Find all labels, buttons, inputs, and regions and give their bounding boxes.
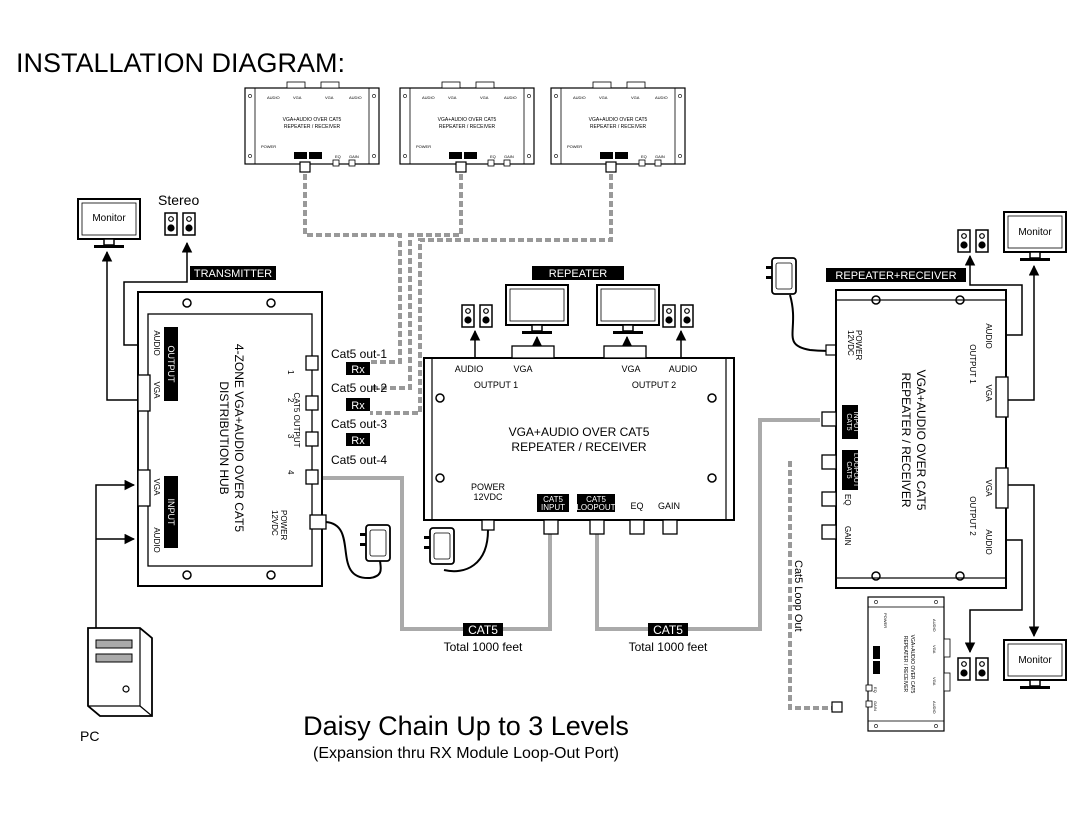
mini-receiver-3 — [550, 81, 686, 167]
svg-text:VGA+AUDIO OVER CAT5: VGA+AUDIO OVER CAT5 — [509, 425, 650, 439]
cat5-run-1: CAT5 Total 1000 feet — [444, 623, 523, 654]
svg-text:Rx: Rx — [351, 435, 365, 447]
svg-text:DISTRIBUTION HUB: DISTRIBUTION HUB — [217, 381, 231, 494]
svg-text:REPEATER / RECEIVER: REPEATER / RECEIVER — [899, 372, 913, 507]
svg-text:OUTPUT: OUTPUT — [166, 346, 176, 384]
svg-text:12VDC: 12VDC — [270, 510, 279, 536]
monitor-right-top: Monitor — [1003, 211, 1067, 262]
svg-text:Monitor: Monitor — [1018, 227, 1052, 238]
svg-text:CAT5: CAT5 — [586, 495, 606, 504]
mini-receiver-1 — [244, 81, 380, 167]
cat5-dashed-lines — [303, 165, 836, 710]
transmitter-hub: 4-ZONE VGA+AUDIO OVER CAT5 DISTRIBUTION … — [137, 291, 327, 587]
svg-text:12VDC: 12VDC — [473, 492, 503, 502]
svg-text:4-ZONE VGA+AUDIO OVER CAT5: 4-ZONE VGA+AUDIO OVER CAT5 — [232, 344, 246, 532]
svg-text:Cat5 out-3: Cat5 out-3 — [331, 417, 387, 431]
svg-text:VGA: VGA — [984, 480, 993, 498]
svg-text:Monitor: Monitor — [1018, 655, 1052, 666]
svg-text:CAT5: CAT5 — [468, 623, 498, 637]
svg-text:POWER: POWER — [854, 330, 863, 360]
svg-text:Cat5 out-4: Cat5 out-4 — [331, 453, 387, 467]
svg-text:OUTPUT 1: OUTPUT 1 — [474, 380, 518, 390]
svg-text:GAIN: GAIN — [843, 526, 852, 546]
monitor-repeater-1 — [505, 284, 569, 335]
svg-text:VGA: VGA — [984, 385, 993, 403]
repeater-label: REPEATER — [549, 268, 608, 280]
svg-text:AUDIO: AUDIO — [984, 529, 993, 554]
stereo-label: Stereo — [158, 192, 199, 208]
svg-text:CAT5: CAT5 — [845, 461, 852, 478]
repeater-box: AUDIO VGA OUTPUT 1 VGA AUDIO OUTPUT 2 VG… — [423, 345, 735, 535]
stereo-speakers — [164, 212, 196, 236]
svg-text:1: 1 — [286, 370, 295, 375]
loop-out-label: Cat5 Loop Out — [792, 560, 804, 632]
svg-text:12VDC: 12VDC — [846, 330, 855, 356]
svg-text:INPUT: INPUT — [166, 499, 176, 527]
monitor-left: Monitor — [77, 198, 141, 249]
svg-text:3: 3 — [286, 434, 295, 439]
svg-text:INPUT: INPUT — [541, 503, 565, 512]
cat5-run-2: CAT5 Total 1000 feet — [629, 623, 708, 654]
svg-text:POWER: POWER — [471, 482, 506, 492]
footer-main: Daisy Chain Up to 3 Levels — [303, 711, 629, 741]
svg-text:AUDIO: AUDIO — [455, 364, 484, 374]
svg-text:CAT5: CAT5 — [845, 413, 852, 430]
svg-text:Total 1000 feet: Total 1000 feet — [444, 640, 523, 654]
page-title: INSTALLATION DIAGRAM: — [16, 48, 345, 78]
svg-text:AUDIO: AUDIO — [669, 364, 698, 374]
svg-text:Monitor: Monitor — [92, 213, 126, 224]
svg-text:VGA: VGA — [621, 364, 640, 374]
svg-text:EQ: EQ — [843, 494, 852, 506]
svg-text:INPUT: INPUT — [852, 412, 859, 434]
svg-text:Total 1000 feet: Total 1000 feet — [629, 640, 708, 654]
pc-label: PC — [80, 728, 99, 744]
svg-text:GAIN: GAIN — [658, 501, 680, 511]
repeater-receiver-box: VGA+AUDIO OVER CAT5 REPEATER / RECEIVER … — [821, 289, 1009, 589]
mini-receiver-2 — [399, 81, 535, 167]
svg-text:Rx: Rx — [351, 364, 365, 376]
svg-text:CAT5 OUTPUT: CAT5 OUTPUT — [292, 393, 301, 448]
pc-tower — [87, 627, 153, 717]
svg-text:LOOPOUT: LOOPOUT — [576, 503, 615, 512]
svg-text:POWER: POWER — [279, 510, 288, 540]
svg-text:VGA+AUDIO OVER CAT5: VGA+AUDIO OVER CAT5 — [914, 370, 928, 511]
footer-sub: (Expansion thru RX Module Loop-Out Port) — [313, 745, 619, 762]
transmitter-label: TRANSMITTER — [194, 268, 272, 280]
svg-text:OUTPUT 1: OUTPUT 1 — [968, 344, 977, 384]
svg-text:VGA: VGA — [152, 479, 161, 497]
svg-text:OUTPUT 2: OUTPUT 2 — [968, 496, 977, 536]
svg-text:AUDIO: AUDIO — [152, 330, 161, 355]
svg-text:LOOPOUT: LOOPOUT — [852, 453, 859, 488]
monitor-repeater-2 — [596, 284, 660, 335]
cat5-outs: Cat5 out-1 Cat5 out-2 Cat5 out-3 Cat5 ou… — [331, 347, 387, 467]
monitor-right-bottom: Monitor — [1003, 639, 1067, 690]
svg-text:Cat5 out-2: Cat5 out-2 — [331, 381, 387, 395]
svg-text:VGA: VGA — [513, 364, 532, 374]
svg-text:REPEATER / RECEIVER: REPEATER / RECEIVER — [511, 440, 646, 454]
svg-text:Rx: Rx — [351, 400, 365, 412]
cat5-solid-lines — [318, 418, 820, 631]
svg-text:Cat5 out-1: Cat5 out-1 — [331, 347, 387, 361]
mini-receiver-4 — [865, 596, 951, 732]
svg-text:CAT5: CAT5 — [543, 495, 563, 504]
repeater-receiver-label: REPEATER+RECEIVER — [835, 270, 956, 282]
svg-text:CAT5: CAT5 — [653, 623, 683, 637]
svg-text:EQ: EQ — [630, 501, 643, 511]
svg-text:OUTPUT 2: OUTPUT 2 — [632, 380, 676, 390]
svg-text:4: 4 — [286, 470, 295, 475]
svg-text:VGA: VGA — [152, 382, 161, 400]
svg-text:AUDIO: AUDIO — [984, 323, 993, 348]
svg-text:AUDIO: AUDIO — [152, 527, 161, 552]
svg-text:2: 2 — [286, 398, 295, 403]
